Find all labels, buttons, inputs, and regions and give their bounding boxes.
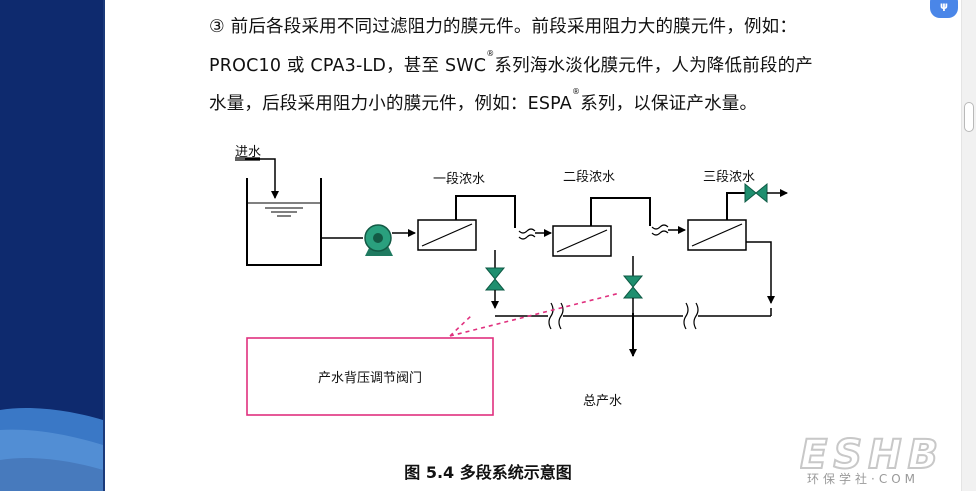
watermark-logo-text: ESHB bbox=[800, 432, 944, 475]
watermark-subtext: 环保学社·COM bbox=[807, 472, 919, 486]
scrollbar-thumb[interactable] bbox=[964, 102, 974, 132]
registered-mark: ® bbox=[571, 87, 581, 96]
stage2-membrane-line bbox=[556, 229, 608, 253]
stage3-concentrate-valve-icon bbox=[744, 182, 768, 204]
stage2-backpressure-valve-icon bbox=[622, 275, 644, 299]
stage3-permeate-pipe bbox=[746, 241, 775, 304]
pump-icon bbox=[364, 224, 393, 256]
stage1-concentrate-pipe bbox=[455, 195, 516, 228]
pipe-break-symbol bbox=[548, 302, 564, 330]
pipe-break-symbol bbox=[651, 224, 669, 236]
valve-callout-label: 产水背压调节阀门 bbox=[318, 371, 422, 386]
stage2-concentrate-label: 二段浓水 bbox=[563, 170, 615, 185]
stage1-membrane-line bbox=[421, 223, 473, 247]
feed-water-label: 进水 bbox=[235, 145, 261, 160]
page-border bbox=[103, 0, 105, 491]
corner-badge-icon[interactable]: ψ bbox=[930, 0, 958, 18]
paragraph-line-2-end: 系列海水淡化膜元件，人为降低前段的产 bbox=[494, 56, 814, 76]
stage3-concentrate-label: 三段浓水 bbox=[703, 170, 755, 185]
paragraph-line-3-end: 系列，以保证产水量。 bbox=[580, 94, 758, 114]
stage1-concentrate-label: 一段浓水 bbox=[433, 172, 485, 187]
total-product-label: 总产水 bbox=[583, 394, 622, 409]
stage3-membrane-line bbox=[691, 223, 743, 247]
pipe-break-symbol bbox=[518, 228, 536, 240]
valve-callout-box bbox=[246, 337, 494, 416]
panel-shine-decoration bbox=[0, 408, 103, 491]
stage2-concentrate-pipe bbox=[590, 197, 651, 226]
stage3-concentrate-pipe bbox=[726, 192, 745, 220]
site-watermark-logo: ESHB bbox=[800, 431, 944, 475]
valve-callout-lines bbox=[449, 292, 621, 337]
document-left-panel bbox=[0, 0, 103, 491]
feed-tank bbox=[246, 178, 322, 266]
paragraph-line-2-start: PROC10 或 CPA3-LD，甚至 SWC bbox=[209, 56, 487, 76]
paragraph-line-1: ③ 前后各段采用不同过滤阻力的膜元件。前段采用阻力大的膜元件，例如： bbox=[209, 17, 798, 37]
feed-inlet-line bbox=[245, 158, 279, 199]
paragraph-line-2: PROC10 或 CPA3-LD，甚至 SWC®系列海水淡化膜元件，人为降低前段… bbox=[209, 49, 814, 77]
figure-caption: 图 5.4 多段系统示意图 bbox=[404, 463, 572, 482]
paragraph-line-3: 水量，后段采用阻力小的膜元件，例如：ESPA®系列，以保证产水量。 bbox=[209, 87, 758, 115]
pipe-break-symbol bbox=[683, 302, 699, 330]
stage1-backpressure-valve-icon bbox=[484, 267, 506, 291]
stage3-membrane bbox=[687, 219, 747, 251]
registered-mark: ® bbox=[486, 49, 495, 58]
multi-stage-system-diagram: 进水 一段浓水 二段浓水 三段浓水 bbox=[235, 145, 788, 416]
vertical-scrollbar[interactable] bbox=[961, 0, 976, 491]
paragraph-line-3-start: 水量，后段采用阻力小的膜元件，例如：ESPA bbox=[209, 94, 572, 114]
